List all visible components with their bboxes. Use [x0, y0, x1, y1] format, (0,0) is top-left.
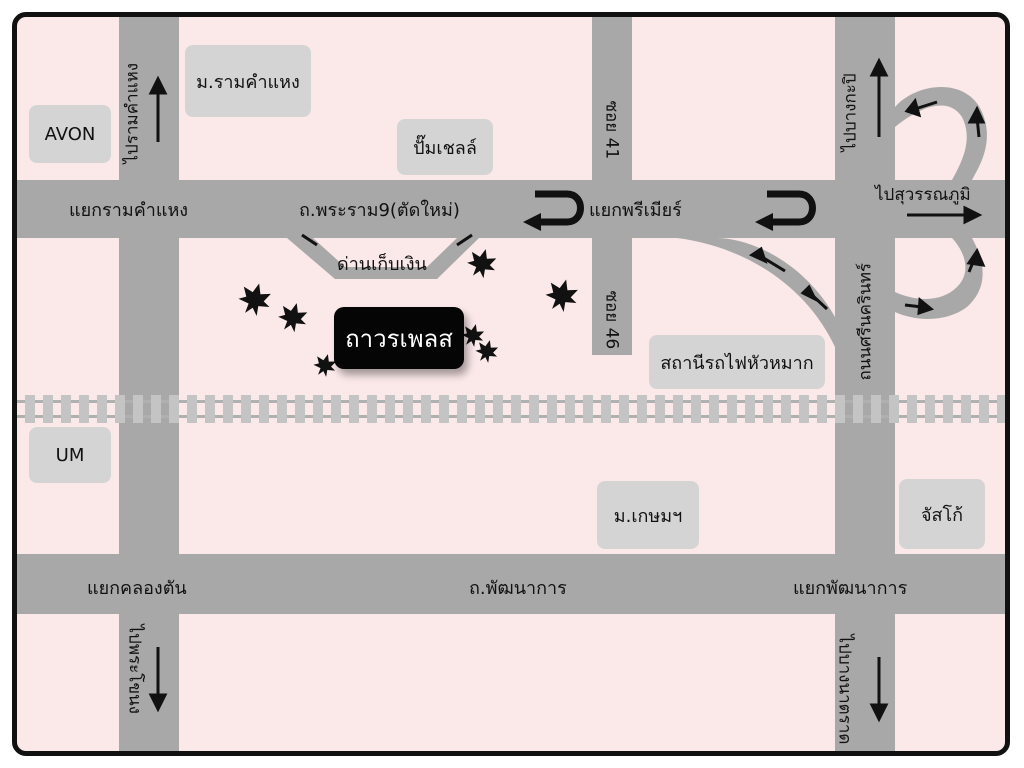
- premier-intersection-label: แยกพรีเมียร์: [589, 200, 682, 221]
- railway-tie: [691, 395, 701, 423]
- railway-tie: [529, 395, 539, 423]
- to-bang-na-trat-label: ไปบางนาตราด: [834, 634, 855, 745]
- direction-arrows: [148, 57, 983, 723]
- railway-tie: [241, 395, 251, 423]
- railway-tie: [565, 395, 575, 423]
- railway-tie: [961, 395, 971, 423]
- railway-tie: [475, 395, 485, 423]
- railway-tie: [943, 395, 953, 423]
- railway-tie: [817, 395, 827, 423]
- railway-tie: [385, 395, 395, 423]
- railway-tie: [403, 395, 413, 423]
- srinakarin-road-label: ถนนศรีนครินทร์: [855, 262, 876, 381]
- railway-tie: [799, 395, 809, 423]
- railway-tie: [79, 395, 89, 423]
- rama9-road-label: ถ.พระราม9(ตัดใหม่): [299, 200, 460, 221]
- railway-tie: [997, 395, 1005, 423]
- to-ramkhamhaeng-label: ไปรามคำแหง: [122, 62, 143, 164]
- railway-tie: [673, 395, 683, 423]
- railway-tie: [583, 395, 593, 423]
- railway-tie: [133, 395, 143, 423]
- cloverleaf-upper: [895, 87, 987, 180]
- railway-tie: [907, 395, 917, 423]
- railway-tie: [655, 395, 665, 423]
- landmark-hua-mak-station: สถานีรถไฟหัวหมาก: [649, 335, 825, 389]
- railway-tie: [547, 395, 557, 423]
- railway-tie: [511, 395, 521, 423]
- railway-tie: [745, 395, 755, 423]
- ramkhamhaeng-intersection-label: แยกรามคำแหง: [69, 200, 189, 221]
- railway-tie: [637, 395, 647, 423]
- railway-tie: [205, 395, 215, 423]
- railway-tie: [43, 395, 53, 423]
- railway-tie: [61, 395, 71, 423]
- ramp-arrows: [301, 97, 986, 316]
- railway-tie: [115, 395, 125, 423]
- railway-tie: [421, 395, 431, 423]
- map-frame: ถ.พระราม9(ตัดใหม่) ถ.พัฒนาการ ถนนศรีนคริ…: [12, 12, 1010, 756]
- railway-tie: [601, 395, 611, 423]
- to-suvarnabhumi-label: ไปสุวรรณภูมิ: [875, 185, 971, 205]
- khlongton-intersection-label: แยกคลองตัน: [87, 578, 187, 599]
- landmark-kasem-university: ม.เกษมฯ: [597, 481, 699, 549]
- landmark-um: UM: [29, 427, 111, 483]
- railway-tie: [331, 395, 341, 423]
- phatthanakan-road-label: ถ.พัฒนาการ: [469, 578, 567, 599]
- railway-tie: [25, 395, 35, 423]
- railway-tie: [259, 395, 269, 423]
- maple-leaf: [475, 340, 499, 363]
- maple-leaf: [545, 279, 578, 313]
- soi46-label: ซอย 46: [601, 290, 622, 350]
- railway-tie: [457, 395, 467, 423]
- railway-tie: [439, 395, 449, 423]
- railway-tie: [835, 395, 845, 423]
- map-overlay: [17, 57, 1005, 723]
- u-turn-arrows: [535, 190, 816, 226]
- to-phra-khanong-label: ไปพระโขนง: [124, 624, 145, 714]
- soi41-label: ซอย 41: [601, 100, 622, 160]
- railway-tie: [187, 395, 197, 423]
- road-soi46: [592, 238, 632, 355]
- railway-tie: [367, 395, 377, 423]
- railway-tie: [781, 395, 791, 423]
- railway-tie: [925, 395, 935, 423]
- road-soi41: [592, 17, 632, 180]
- landmark-avon: AVON: [29, 105, 111, 163]
- railway-tie: [871, 395, 881, 423]
- railway-ties: [25, 395, 1005, 423]
- cloverleaf-lower: [895, 238, 983, 319]
- toll-ramp: [287, 238, 479, 279]
- railway-tie: [763, 395, 773, 423]
- landmark-shell-station: ปั๊มเชลล์: [397, 119, 493, 175]
- toll-booth-label: ด่านเก็บเงิน: [337, 254, 427, 275]
- road-srinakarin: [835, 17, 895, 751]
- railway-tie: [889, 395, 899, 423]
- maple-leaf: [313, 354, 337, 377]
- railway-tie: [151, 395, 161, 423]
- landmark-jusco: จัสโก้: [899, 479, 985, 549]
- railway-tie: [493, 395, 503, 423]
- maple-leaf-decorations: [238, 249, 578, 377]
- railway-tie: [619, 395, 629, 423]
- destination-marker: ถาวรเพลส: [334, 307, 464, 369]
- railway-tie: [853, 395, 863, 423]
- maple-leaf: [278, 303, 308, 333]
- landmark-ramkhamhaeng-university: ม.รามคำแหง: [185, 45, 311, 117]
- railway-tie: [97, 395, 107, 423]
- maple-leaf: [461, 324, 485, 347]
- to-bangkapi-label: ไปบางกะปิ: [840, 73, 861, 152]
- road-ramkhamhaeng-vertical: [119, 17, 179, 751]
- maple-leaf: [238, 283, 271, 317]
- railway-tie: [349, 395, 359, 423]
- railway-tie: [169, 395, 179, 423]
- phatthanakan-intersection-label: แยกพัฒนาการ: [793, 578, 908, 599]
- railway-tie: [727, 395, 737, 423]
- railway-tie: [295, 395, 305, 423]
- railway-tie: [277, 395, 287, 423]
- railway-tie: [709, 395, 719, 423]
- railway-tie: [223, 395, 233, 423]
- railway-tie: [313, 395, 323, 423]
- railway-tie: [979, 395, 989, 423]
- maple-leaf: [467, 249, 497, 279]
